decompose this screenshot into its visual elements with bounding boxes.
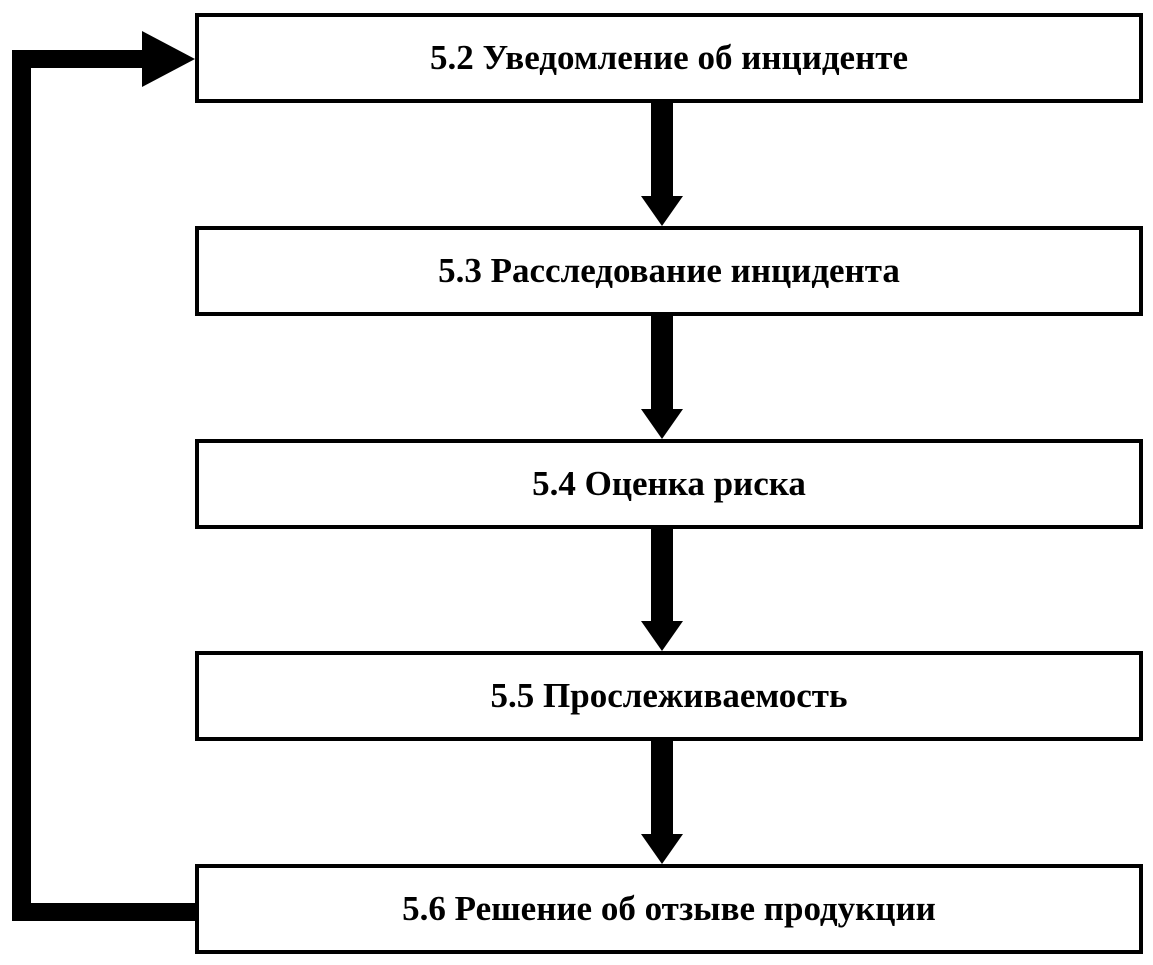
arrow-head [641,834,683,864]
flow-box-label: 5.2 Уведомление об инциденте [429,38,908,77]
arrow-down-icon [641,529,683,651]
flow-box-traceability: 5.5 Прослеживаемость [195,651,1143,741]
arrow-shaft [651,103,673,196]
flow-box-label: 5.6 Решение об отзыве продукции [402,889,936,928]
arrow-shaft [651,741,673,834]
arrow-down-icon [641,103,683,226]
arrow-shaft [651,316,673,409]
arrow-shaft [651,529,673,621]
arrow-down-icon [641,741,683,864]
flow-box-label: 5.3 Расследование инцидента [438,251,900,290]
arrow-head [641,409,683,439]
arrow-head [641,621,683,651]
flow-box-label: 5.5 Прослеживаемость [490,676,848,715]
flow-box-incident-notification: 5.2 Уведомление об инциденте [195,13,1143,103]
flow-box-label: 5.4 Оценка риска [532,464,806,503]
flow-box-risk-assessment: 5.4 Оценка риска [195,439,1143,529]
arrow-down-icon [641,316,683,439]
flow-box-incident-investigation: 5.3 Расследование инцидента [195,226,1143,316]
flow-box-recall-decision: 5.6 Решение об отзыве продукции [195,864,1143,954]
feedback-loop-vertical-line [12,50,31,921]
feedback-loop-bottom-line [12,903,195,921]
feedback-loop-top-line [12,50,143,68]
arrow-right-icon [142,31,195,87]
arrow-head [641,196,683,226]
